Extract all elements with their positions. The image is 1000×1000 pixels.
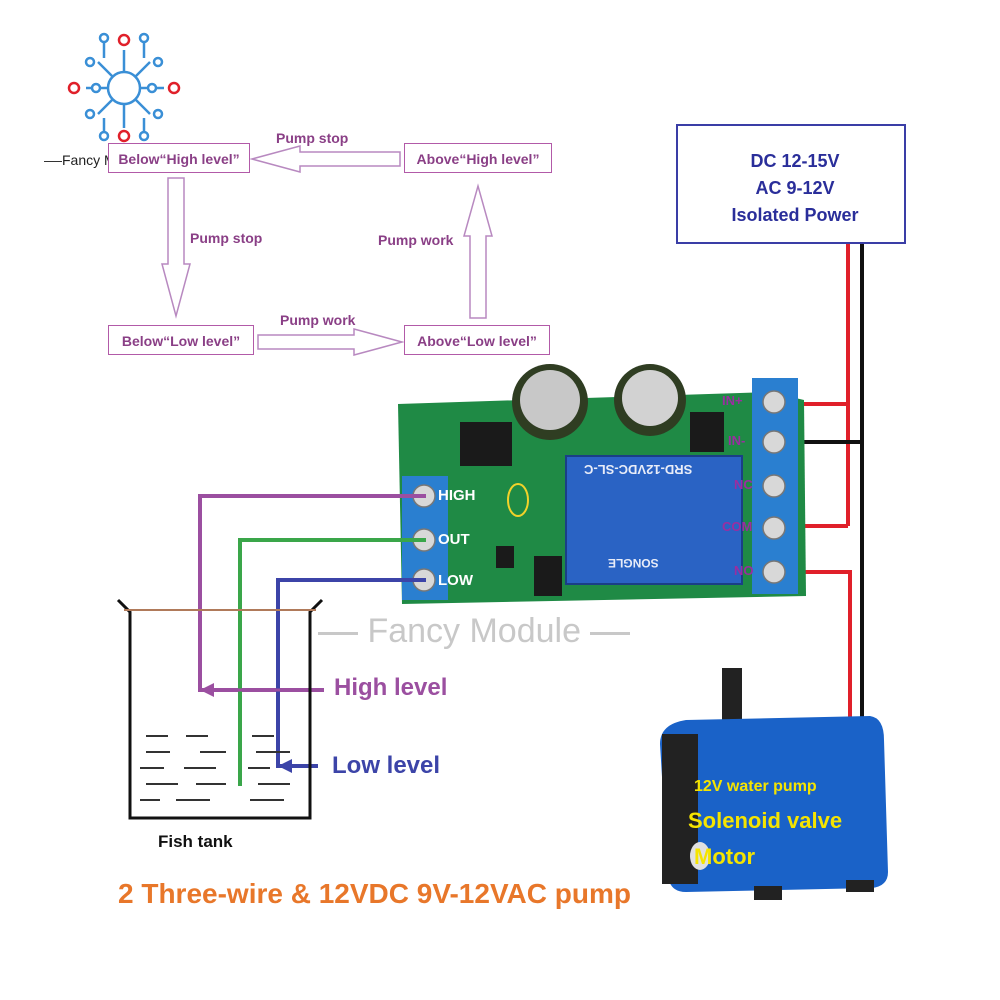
state-below-high-level: Below“High level” xyxy=(108,143,250,173)
low-level-label: Low level xyxy=(332,752,441,779)
terminal-high-label: HIGH xyxy=(438,487,476,504)
level-arrows xyxy=(200,683,324,773)
arrow-pump-work-bottom xyxy=(257,328,405,356)
isolated-power-box: DC 12-15V AC 9-12V Isolated Power xyxy=(676,124,906,244)
out-wire xyxy=(238,538,426,786)
arrow-pump-stop-top xyxy=(249,145,401,173)
state-above-low-level: Above“Low level” xyxy=(404,325,550,355)
state-below-low-level: Below“Low level” xyxy=(108,325,254,355)
pump-label-3: Motor xyxy=(694,844,756,869)
watermark-text: Fancy Module xyxy=(367,612,581,650)
state-above-high-level-text: Above“High level” xyxy=(416,151,540,167)
low-wire xyxy=(276,578,426,768)
water-pump xyxy=(660,668,888,900)
terminal-in-plus-label: IN+ xyxy=(722,393,743,408)
state-below-high-level-text: Below“High level” xyxy=(118,151,240,167)
terminal-in-minus-label: IN- xyxy=(728,433,746,448)
pump-label-2: Solenoid valve xyxy=(688,808,843,833)
label-pump-stop-top: Pump stop xyxy=(276,130,349,146)
power-line-ac: AC 9-12V xyxy=(755,178,835,198)
arrow-pump-work-right xyxy=(463,183,493,319)
pump-label-1: 12V water pump xyxy=(694,778,817,795)
power-line-isolated: Isolated Power xyxy=(731,205,859,225)
terminal-low-label: LOW xyxy=(438,572,473,589)
relay-module-board xyxy=(398,364,806,604)
flow-arrows xyxy=(161,145,493,356)
fish-tank xyxy=(116,598,324,820)
caption: 2 Three-wire & 12VDC 9V-12VAC pump xyxy=(118,878,631,909)
brand-logo xyxy=(67,32,181,143)
terminal-no-label: NO xyxy=(734,563,754,578)
state-above-low-level-text: Above“Low level” xyxy=(417,333,537,349)
power-line-dc: DC 12-15V xyxy=(750,151,840,171)
label-pump-work-bottom: Pump work xyxy=(280,312,356,328)
relay-model-text: SRD-12VDC-SL-C xyxy=(584,462,693,477)
arrow-pump-stop-left xyxy=(161,177,191,319)
terminal-out-label: OUT xyxy=(438,531,470,548)
terminal-nc-label: NC xyxy=(734,477,753,492)
relay-brand-text: SONGLE xyxy=(608,556,659,570)
high-wire xyxy=(198,494,426,692)
label-pump-work-right: Pump work xyxy=(378,232,454,248)
terminal-com-label: COM xyxy=(722,519,753,534)
state-below-low-level-text: Below“Low level” xyxy=(121,333,241,349)
fish-tank-label: Fish tank xyxy=(158,832,233,851)
watermark: Fancy Module xyxy=(318,612,631,651)
state-above-high-level: Above“High level” xyxy=(404,143,552,173)
high-level-label: High level xyxy=(334,674,448,701)
label-pump-stop-left: Pump stop xyxy=(190,230,263,246)
